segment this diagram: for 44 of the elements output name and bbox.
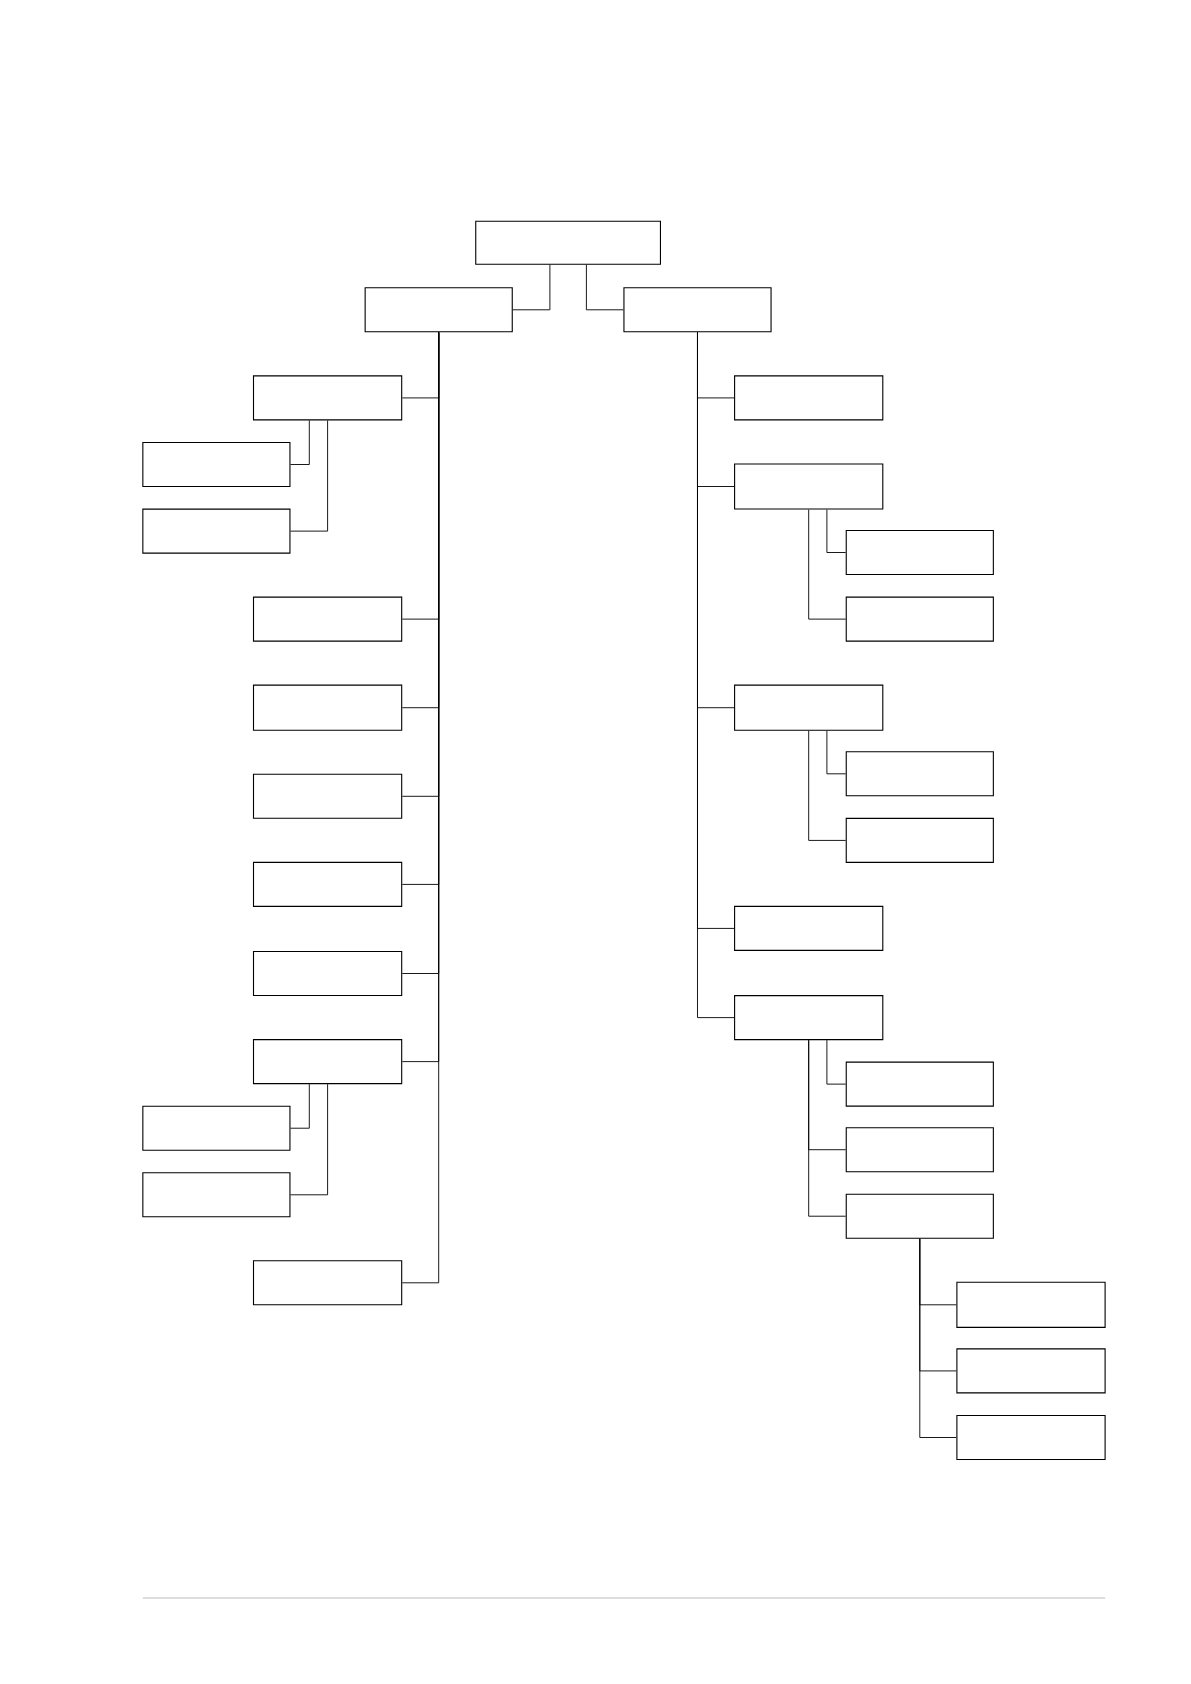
org-chart-box <box>845 596 994 642</box>
connector-line <box>826 509 847 553</box>
org-chart-box <box>252 375 403 421</box>
org-chart-box <box>252 1260 403 1306</box>
org-chart-box <box>956 1414 1106 1461</box>
org-chart-box <box>734 905 884 951</box>
org-chart-box <box>956 1281 1106 1328</box>
org-chart-box <box>734 463 884 510</box>
org-chart-box <box>142 1172 291 1218</box>
connector-line <box>808 1039 847 1217</box>
org-chart-box <box>252 950 403 997</box>
org-chart-box <box>252 684 403 731</box>
org-chart-box <box>845 1061 994 1107</box>
connector-line <box>290 420 329 532</box>
org-chart-box <box>956 1348 1106 1394</box>
org-chart-box <box>142 441 291 488</box>
connector-line <box>808 509 847 620</box>
org-chart-box <box>845 529 994 576</box>
connector-line <box>826 1039 847 1085</box>
connector-line <box>808 730 847 841</box>
org-chart-box <box>475 220 661 265</box>
connector-line <box>826 730 847 775</box>
org-chart-box <box>252 1039 403 1085</box>
org-chart-box <box>364 287 513 333</box>
org-chart-box <box>734 684 884 731</box>
connector-line <box>290 1083 310 1129</box>
connector-line <box>290 1083 329 1196</box>
org-chart-box <box>845 751 994 797</box>
connector-line <box>919 1238 957 1438</box>
org-chart-box <box>142 508 291 554</box>
connector-line <box>585 264 624 311</box>
org-chart-box <box>845 1127 994 1173</box>
connector-line <box>290 420 310 465</box>
org-chart-box <box>252 773 403 819</box>
org-chart-box <box>252 861 403 907</box>
connector-line <box>512 264 551 311</box>
org-chart-box <box>734 995 884 1041</box>
org-chart-box <box>142 1105 291 1151</box>
org-chart-box <box>845 817 994 863</box>
org-chart-box <box>252 596 403 642</box>
org-chart-box <box>623 287 772 333</box>
org-chart-box <box>845 1193 994 1239</box>
org-chart-box <box>734 375 884 421</box>
connector-line <box>401 331 440 1284</box>
